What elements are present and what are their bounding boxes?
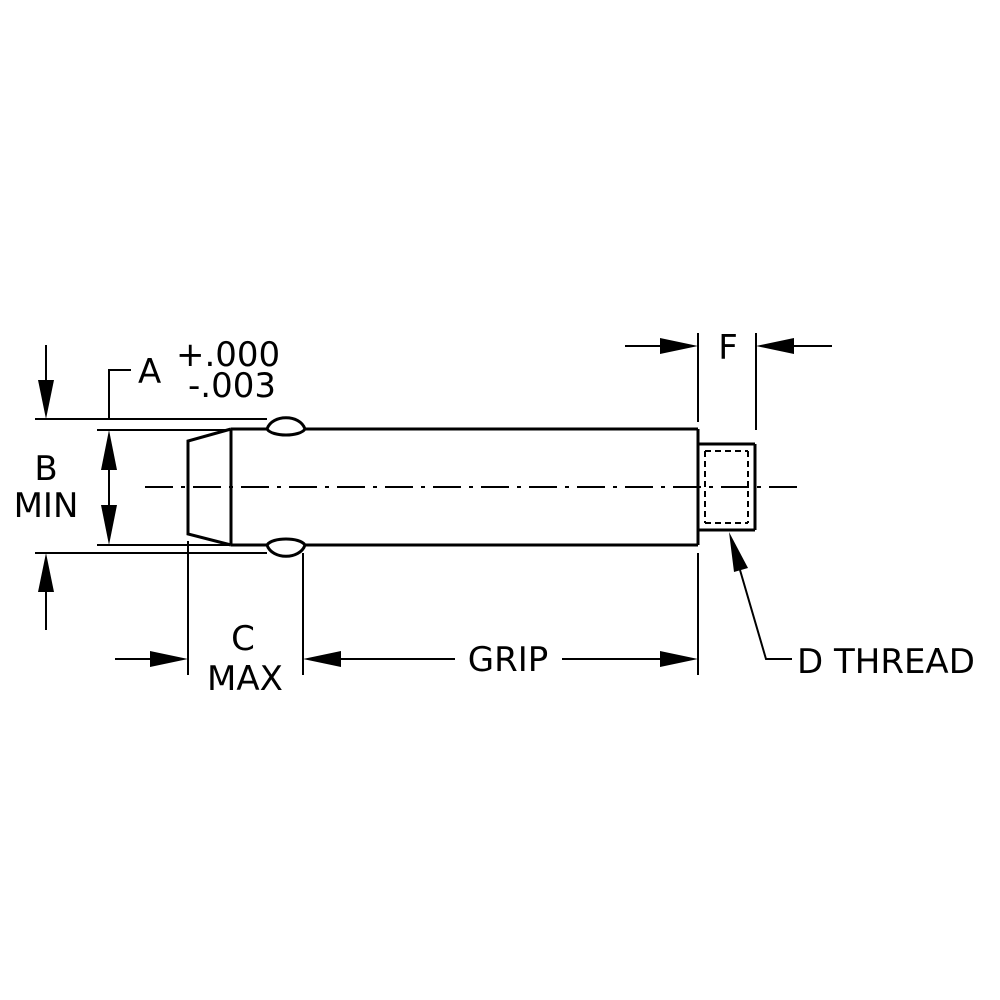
- label-a-tolerance-plus: +.000: [176, 335, 280, 375]
- dimension-d-leader: [729, 532, 792, 660]
- nose-taper: [186, 427, 232, 547]
- label-f: F: [718, 328, 738, 368]
- pin-body: [186, 427, 700, 547]
- label-c: C: [231, 619, 255, 659]
- label-b: B: [34, 449, 57, 489]
- label-a: A: [138, 352, 161, 392]
- label-d-thread: D THREAD: [797, 642, 975, 682]
- bottom-ball-detent: [265, 537, 307, 558]
- dimension-c: [115, 541, 189, 675]
- dimension-grip: [302, 553, 699, 675]
- label-grip: GRIP: [468, 640, 549, 680]
- dimension-b: [35, 345, 267, 630]
- label-b-min: MIN: [14, 486, 79, 526]
- dimension-f: [625, 333, 832, 430]
- top-ball-detent: [265, 416, 307, 437]
- label-c-max: MAX: [207, 659, 283, 699]
- label-a-tolerance-minus: -.003: [188, 366, 276, 406]
- dimension-a-leader: [108, 369, 131, 419]
- threaded-end: [698, 442, 757, 532]
